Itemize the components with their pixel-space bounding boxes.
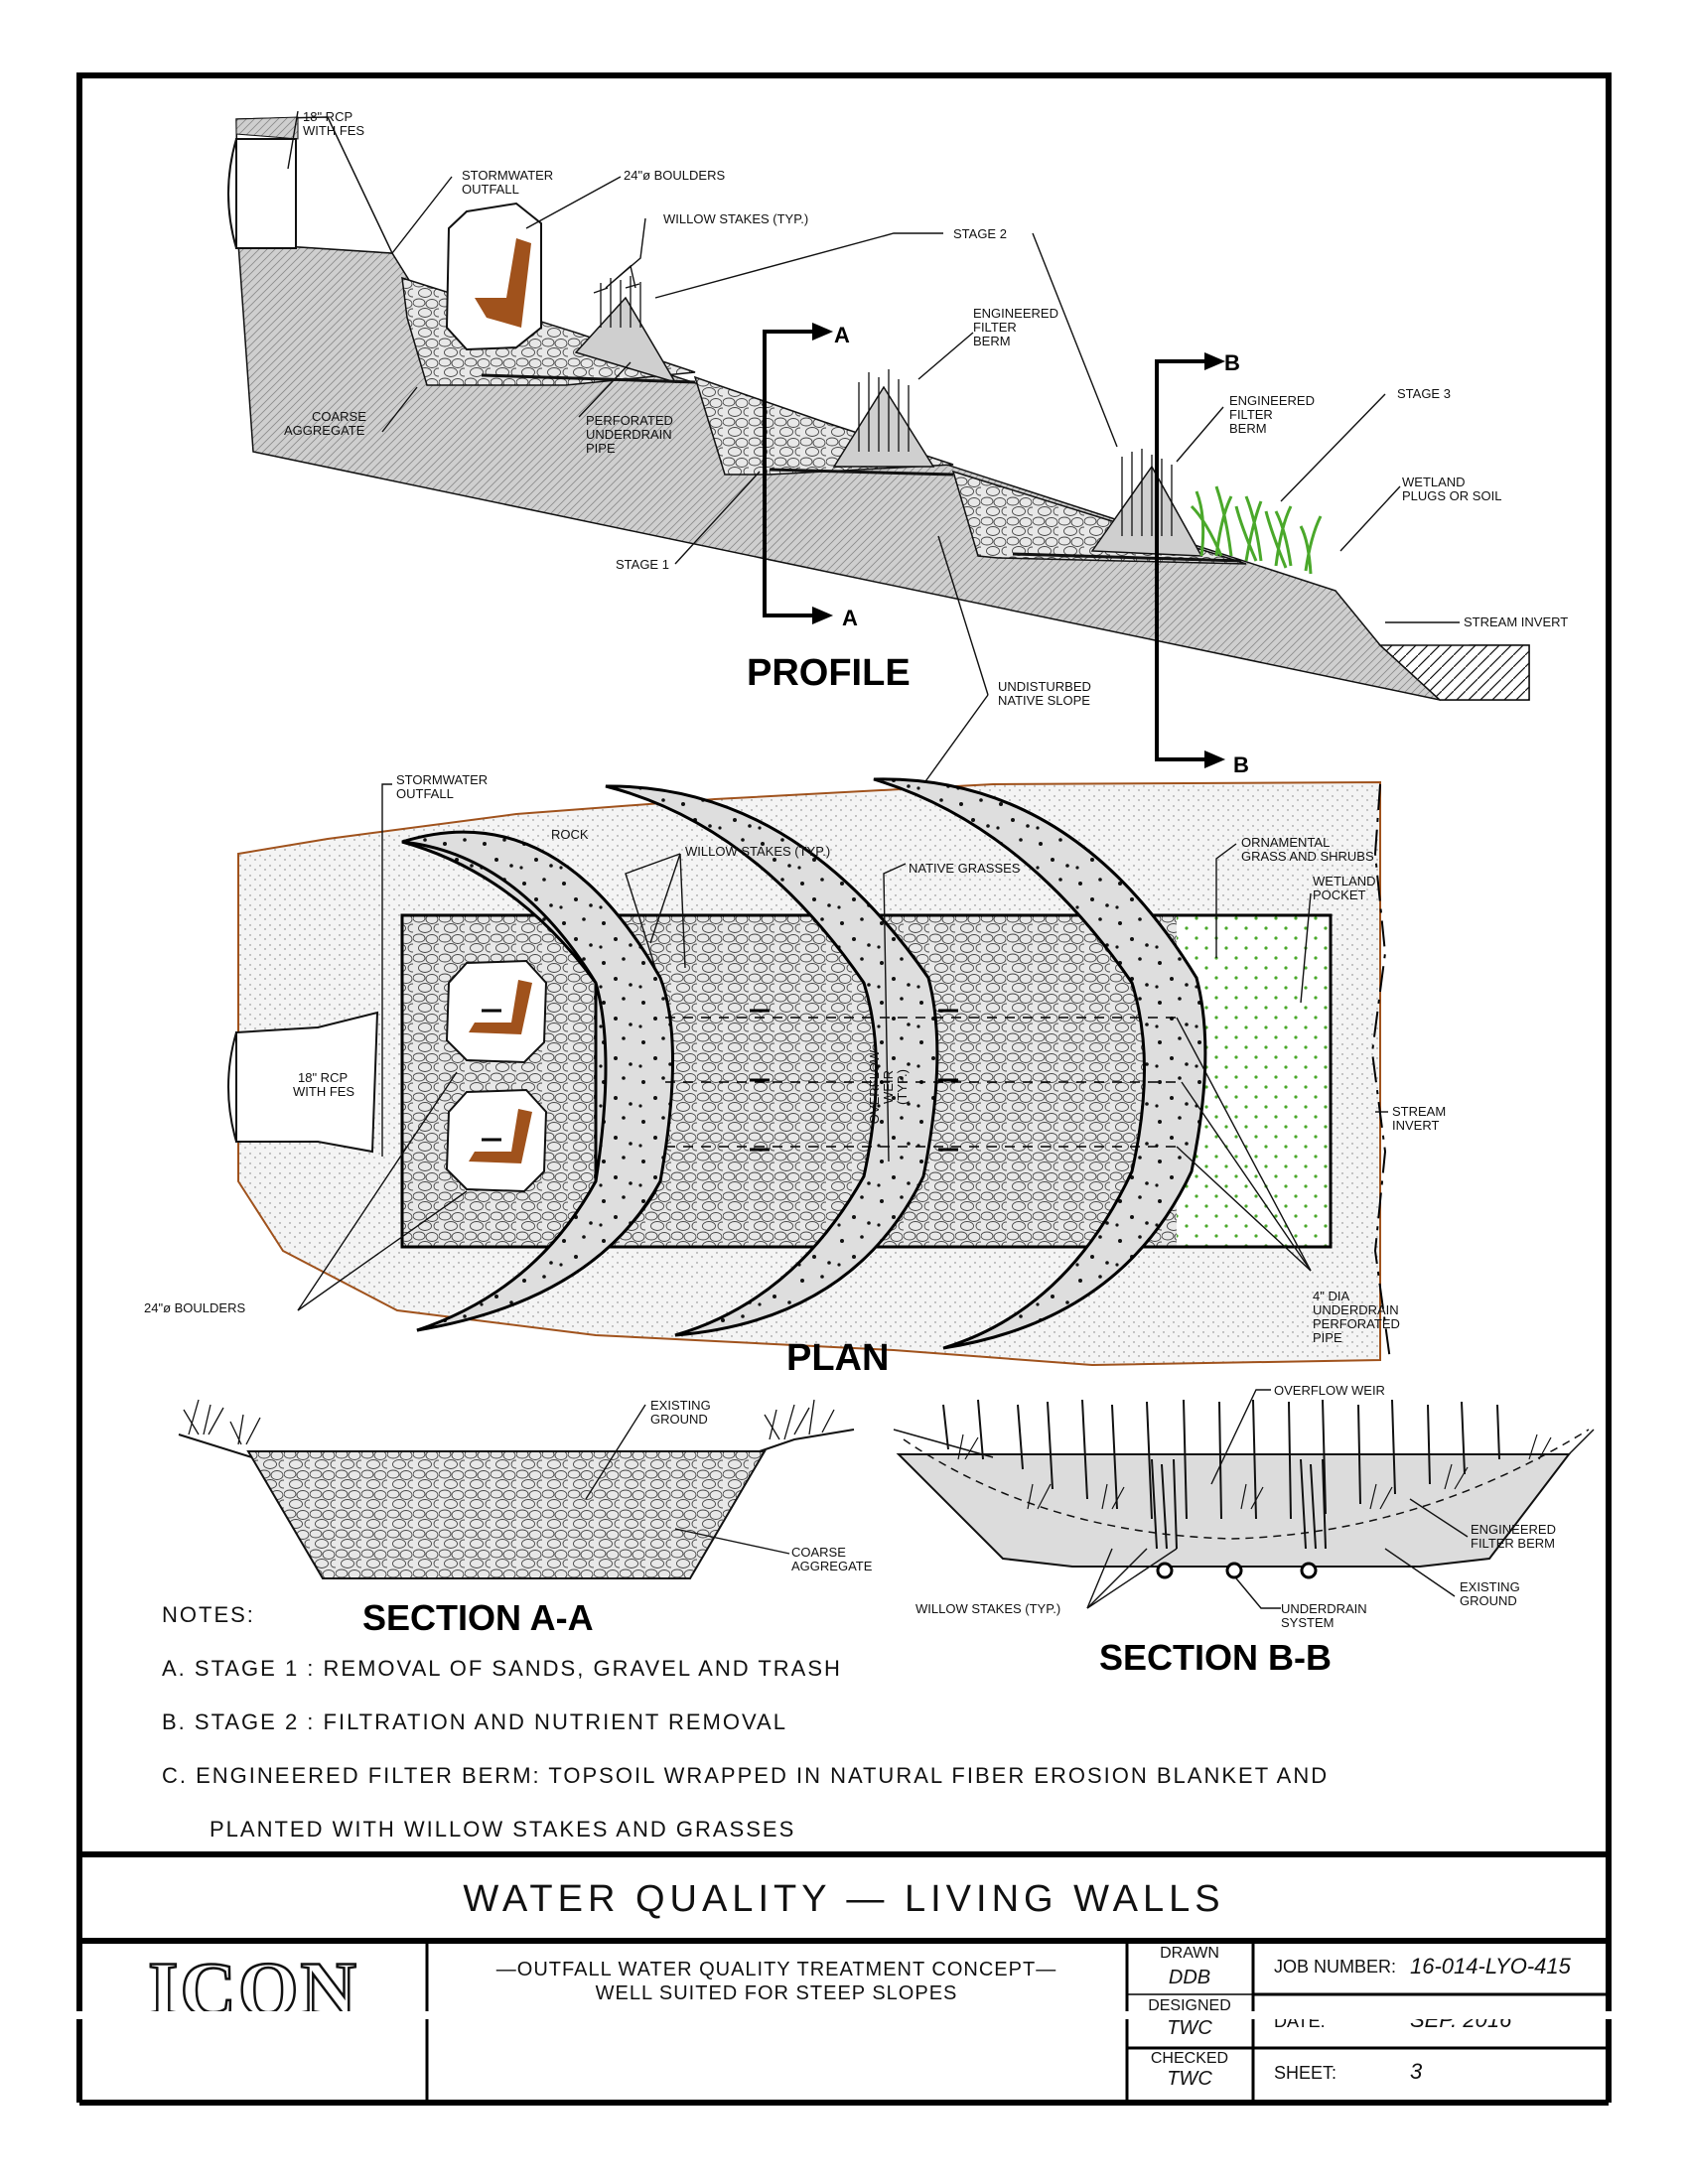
stream-invert-bed [1378,644,1530,701]
plan-willow-label: WILLOW STAKES (TYP.) [685,844,830,859]
willow-stakes [593,276,1173,536]
section-aa-leaders [585,1404,790,1555]
plan-boulders-label: 24"ø BOULDERS [144,1300,245,1315]
section-a-top-mark: A [834,323,850,347]
berm-3 [1090,465,1203,557]
drawn-value: DDB [1169,1967,1210,1988]
section-bb-underdrain-pipes [1156,1562,1318,1579]
drawn-label: DRAWN [1160,1945,1219,1962]
profile-invert-label: STREAM INVERT [1464,614,1568,629]
section-a-bottom-mark: A [842,606,858,630]
plan-stream-invert [1370,783,1391,1361]
rcp-pipe [235,138,297,249]
title-block: WATER QUALITY — LIVING WALLS ICON —OUTFA… [79,1878,1609,2050]
company-logo: ICON [148,1946,358,2032]
note-b: B. STAGE 2 : FILTRATION AND NUTRIENT REM… [162,1709,787,1734]
profile-stage3-label: STAGE 3 [1397,386,1451,401]
profile-heading: PROFILE [747,652,911,694]
section-bb-grass [957,1433,1552,1510]
plan-willow-marks [482,1009,958,1152]
note-a: A. STAGE 1 : REMOVAL OF SANDS, GRAVEL AN… [162,1656,842,1681]
profile-boulders-label: 24"ø BOULDERS [624,168,725,183]
section-cut-a [763,322,834,625]
plan-heading: PLAN [786,1337,889,1379]
plan-native-grass-label: NATIVE GRASSES [909,861,1021,876]
section-bb-willow-label: WILLOW STAKES (TYP.) [915,1601,1060,1616]
plan-weirs [665,1017,1177,1148]
section-bb-weir-label: OVERFLOW WEIR [1274,1383,1385,1398]
note-c-continued: PLANTED WITH WILLOW STAKES AND GRASSES [210,1817,795,1842]
wetland-plugs [1190,485,1323,575]
plan-weir-label: OVERFLOWWEIR(TYP.) [867,1049,910,1124]
date-label: DATE: [1274,2011,1326,2031]
section-aa-heading: SECTION A-A [362,1597,594,1638]
section-aa-trench [246,1450,767,1579]
section-bb-heading: SECTION B-B [1099,1637,1332,1678]
section-aa-ground-right [759,1429,855,1452]
profile-willow-label: WILLOW STAKES (TYP.) [663,211,808,226]
job-value: 16-014-LYO-415 [1410,1954,1572,1979]
date-value: SEP. 2016 [1410,2007,1512,2032]
note-c: C. ENGINEERED FILTER BERM: TOPSOIL WRAPP… [162,1763,1329,1788]
profile-leaders [287,110,1460,785]
plan-leaders [297,783,1388,1311]
sheet-title: WATER QUALITY — LIVING WALLS [463,1878,1224,1920]
section-bb-berm [896,1453,1572,1568]
profile-stage1-label: STAGE 1 [616,557,669,572]
section-aa-grass [183,1399,835,1445]
plan-berms [401,777,1207,1350]
designed-label: DESIGNED [1148,1997,1231,2014]
section-cut-b [1155,351,1226,769]
boulder-accent [475,238,531,328]
designed-value: TWC [1167,2017,1212,2039]
job-label: JOB NUMBER: [1274,1957,1396,1977]
pipe-end [227,138,237,249]
underdrain-lines [481,373,1242,563]
notes-heading: NOTES: [162,1602,255,1627]
profile-stage2-label: STAGE 2 [953,226,1007,241]
section-b-top-mark: B [1224,350,1240,375]
berm-2 [832,385,935,468]
section-bb-stakes [942,1399,1500,1550]
notes: NOTES: A. STAGE 1 : REMOVAL OF SANDS, GR… [162,1602,1329,1842]
description: —OUTFALL WATER QUALITY TREATMENT CONCEPT… [496,1959,1056,2004]
section-bb-existing-ground [893,1429,1595,1458]
plan-rock-label: ROCK [551,827,589,842]
section-bb-leaders [1086,1389,1469,1609]
section-b-bottom-mark: B [1233,752,1249,777]
ground-cap [235,116,299,140]
plan-pipe-end [227,1031,237,1143]
